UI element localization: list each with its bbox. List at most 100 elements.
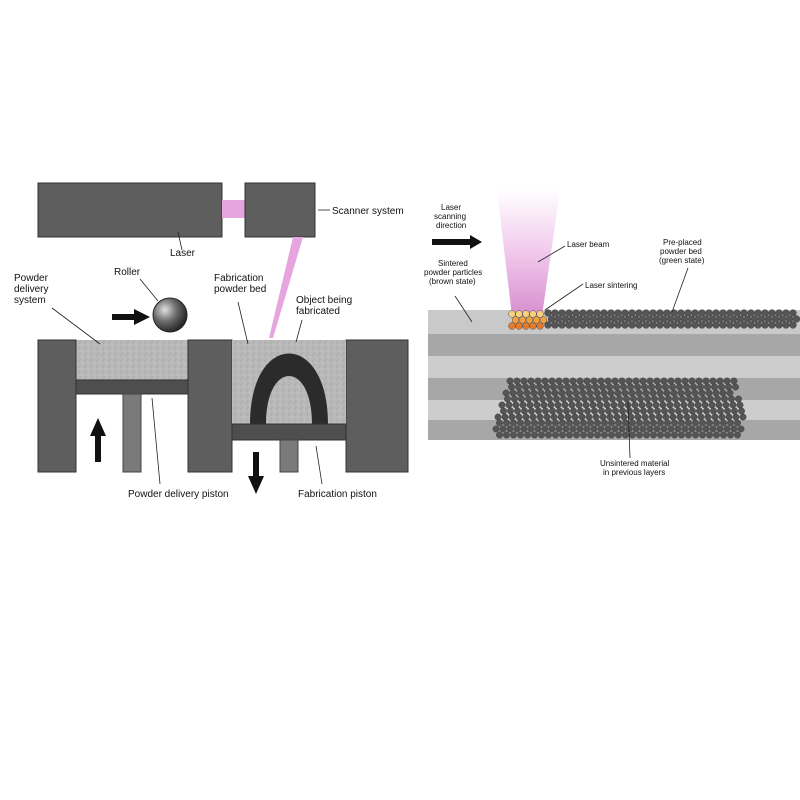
powder-particle bbox=[789, 309, 797, 317]
unsintered-particle bbox=[589, 401, 597, 409]
powder-particle bbox=[575, 315, 584, 323]
powder-particle bbox=[649, 321, 657, 329]
powder-particle bbox=[610, 315, 619, 323]
powder-particle bbox=[761, 321, 769, 329]
unsintered-particle bbox=[735, 395, 742, 403]
unsintered-particle bbox=[536, 413, 544, 421]
unsintered-particle bbox=[599, 413, 607, 421]
sintered-particle bbox=[529, 322, 537, 330]
unsintered-particle bbox=[664, 419, 671, 427]
powder-particle bbox=[698, 309, 706, 317]
unsintered-particle bbox=[531, 431, 538, 439]
powder-particle bbox=[565, 321, 573, 329]
unsintered-particle bbox=[664, 431, 671, 439]
unsintered-particle bbox=[606, 413, 614, 421]
unsintered-particle bbox=[577, 407, 584, 415]
unsintered-particle bbox=[705, 389, 713, 397]
unsintered-particle bbox=[510, 419, 517, 427]
unsintered-particle bbox=[590, 425, 598, 433]
powder-particle bbox=[628, 321, 636, 329]
unsintered-particle bbox=[683, 413, 691, 421]
powder-particle bbox=[635, 321, 643, 329]
powder-particle bbox=[708, 315, 717, 323]
powder-particle bbox=[568, 315, 577, 323]
unsintered-particle bbox=[734, 419, 741, 427]
unsintered-particle bbox=[710, 407, 717, 415]
unsintered-particle bbox=[673, 401, 681, 409]
powder-particle bbox=[757, 315, 766, 323]
unsintered-particle bbox=[641, 383, 648, 391]
powder-particle bbox=[754, 309, 762, 317]
powder-particle bbox=[642, 309, 650, 317]
unsintered-particle bbox=[586, 389, 594, 397]
unsintered-particle bbox=[691, 389, 699, 397]
unsintered-particle bbox=[711, 413, 719, 421]
powder-particle bbox=[586, 309, 594, 317]
powder-particle bbox=[600, 321, 608, 329]
powder-delivery-piston-label: Powder delivery piston bbox=[128, 489, 229, 500]
unsintered-particle bbox=[720, 419, 727, 427]
scanner-box bbox=[244, 182, 316, 238]
powder-particle bbox=[726, 321, 734, 329]
unsintered-particle bbox=[641, 413, 649, 421]
unsintered-particle bbox=[696, 407, 703, 415]
unsintered-particle bbox=[660, 425, 668, 433]
unsintered-particle bbox=[587, 431, 594, 439]
unsintered-particle bbox=[611, 425, 619, 433]
unsintered-particle bbox=[634, 383, 641, 391]
unsintered-particle bbox=[580, 431, 587, 439]
unsintered-particle bbox=[688, 425, 696, 433]
powder-particle bbox=[747, 321, 755, 329]
unsintered-particle bbox=[686, 395, 693, 403]
powder-particle bbox=[589, 315, 598, 323]
unsintered-particle bbox=[643, 419, 650, 427]
unsintered-particle bbox=[646, 425, 654, 433]
powder-particle bbox=[726, 309, 734, 317]
powder-particle bbox=[554, 315, 563, 323]
unsintered-particle bbox=[541, 425, 549, 433]
unsintered-particle bbox=[626, 407, 633, 415]
unsintered-particle bbox=[653, 425, 661, 433]
unsintered-particle bbox=[556, 407, 563, 415]
unsintered-particle bbox=[603, 401, 611, 409]
unsintered-particle bbox=[520, 425, 528, 433]
powder-particle bbox=[747, 309, 755, 317]
powder-particle bbox=[652, 315, 661, 323]
unsintered-particle bbox=[540, 401, 548, 409]
unsintered-particle bbox=[562, 377, 570, 385]
unsintered-particle bbox=[706, 431, 713, 439]
scanner-system-label: Scanner system bbox=[332, 206, 404, 217]
powder-particle bbox=[617, 315, 626, 323]
powder-particle bbox=[551, 321, 559, 329]
unsintered-particle bbox=[668, 407, 675, 415]
laser-label: Laser bbox=[170, 248, 196, 259]
unsintered-particle bbox=[651, 395, 658, 403]
unsintered-particle bbox=[709, 425, 717, 433]
unsintered-particle bbox=[718, 413, 726, 421]
sintered-particle bbox=[522, 322, 530, 330]
powder-particle bbox=[558, 321, 566, 329]
powder-particle bbox=[684, 321, 692, 329]
unsintered-particle bbox=[503, 419, 510, 427]
powder-particle bbox=[551, 309, 559, 317]
unsintered-particle bbox=[734, 431, 741, 439]
unsintered-particle bbox=[519, 401, 527, 409]
powder-particle bbox=[628, 309, 636, 317]
unsintered-particle bbox=[571, 413, 579, 421]
unsintered-particle bbox=[726, 389, 734, 397]
powder-particle bbox=[750, 315, 759, 323]
fabrication-powder-bed-label: Fabrication powder bed bbox=[214, 273, 266, 295]
unsintered-particle bbox=[588, 395, 595, 403]
unsintered-particle bbox=[592, 413, 600, 421]
unsintered-particle bbox=[507, 407, 514, 415]
powder-particle bbox=[712, 321, 720, 329]
powder-particle bbox=[673, 315, 682, 323]
powder-particle bbox=[593, 309, 601, 317]
right-panel: Laser scanning direction Laser beam Pre-… bbox=[424, 190, 800, 477]
unsintered-particle bbox=[652, 401, 660, 409]
unsintered-particle bbox=[531, 419, 538, 427]
powder-particle bbox=[631, 315, 640, 323]
unsintered-particle bbox=[697, 413, 705, 421]
unsintered-particle bbox=[560, 395, 567, 403]
unsintered-particle bbox=[683, 383, 690, 391]
